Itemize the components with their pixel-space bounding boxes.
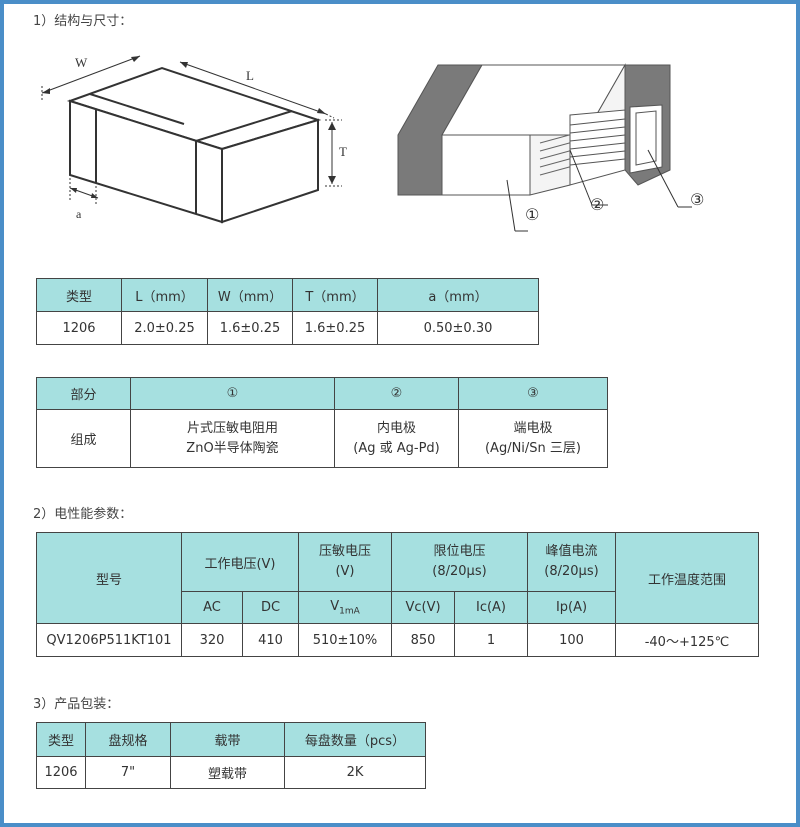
chip-dimension-diagram: W L T a xyxy=(41,55,347,224)
elec-header-varistor-voltage-line2: (V) xyxy=(335,564,355,579)
comp-cell-2: 内电极 (Ag 或 Ag-Pd) xyxy=(334,409,459,468)
pack-cell-reel: 7" xyxy=(85,756,171,789)
pack-header-qty: 每盘数量（pcs） xyxy=(284,722,426,757)
elec-cell-model: QV1206P511KT101 xyxy=(36,623,182,657)
comp-cell-1: 片式压敏电阻用 ZnO半导体陶瓷 xyxy=(130,409,335,468)
elec-sub-vc: Vc(V) xyxy=(391,591,455,624)
pack-header-type: 类型 xyxy=(36,722,86,757)
dim-label-a: a xyxy=(76,207,82,221)
dim-header-w: W（mm） xyxy=(207,278,293,312)
composition-table: 部分 ① ② ③ 组成 片式压敏电阻用 ZnO半导体陶瓷 内电极 (Ag 或 A… xyxy=(36,377,608,468)
elec-header-work-voltage: 工作电压(V) xyxy=(181,532,299,592)
chip-structure-diagram: ① ② ③ xyxy=(397,63,704,232)
comp-row-label: 组成 xyxy=(36,409,131,468)
section-3-title: 3）产品包装： xyxy=(33,697,120,712)
elec-sub-ip: Ip(A) xyxy=(527,591,616,624)
elec-header-varistor-voltage: 压敏电压 (V) xyxy=(298,532,392,592)
elec-header-clamp-voltage: 限位电压 (8/20μs) xyxy=(391,532,528,592)
elec-cell-vc: 850 xyxy=(391,623,455,657)
elec-cell-temp: -40～+125℃ xyxy=(615,623,759,657)
elec-cell-ic: 1 xyxy=(454,623,528,657)
elec-cell-ac: 320 xyxy=(181,623,243,657)
elec-header-peak-current: 峰值电流 (8/20μs) xyxy=(527,532,616,592)
dim-header-a: a（mm） xyxy=(377,278,539,312)
comp-cell-2-line1: 内电极 xyxy=(376,420,416,436)
dim-header-type: 类型 xyxy=(36,278,122,312)
elec-header-peak-current-line1: 峰值电流 xyxy=(545,544,598,559)
elec-cell-dc: 410 xyxy=(242,623,299,657)
elec-header-clamp-voltage-line2: (8/20μs) xyxy=(432,564,487,579)
comp-cell-2-line2: (Ag 或 Ag-Pd) xyxy=(353,440,440,456)
comp-header-part: 部分 xyxy=(36,377,131,410)
dim-label-t: T xyxy=(339,144,347,159)
elec-header-clamp-voltage-line1: 限位电压 xyxy=(433,544,486,559)
dim-cell-type: 1206 xyxy=(36,311,122,345)
elec-cell-v1ma: 510±10% xyxy=(298,623,392,657)
section-1-title: 1）结构与尺寸： xyxy=(33,14,133,29)
dim-cell-a: 0.50±0.30 xyxy=(377,311,539,345)
elec-header-model: 型号 xyxy=(36,532,182,624)
comp-header-1: ① xyxy=(130,377,335,410)
pack-cell-type: 1206 xyxy=(36,756,86,789)
comp-cell-1-line1: 片式压敏电阻用 xyxy=(186,420,278,436)
comp-cell-3-line2: (Ag/Ni/Sn 三层) xyxy=(484,440,581,456)
elec-sub-v1ma-main: V xyxy=(330,598,340,614)
dim-cell-l: 2.0±0.25 xyxy=(121,311,208,345)
electrical-table: 型号 工作电压(V) 压敏电压 (V) 限位电压 (8/20μs) 峰值电流 (… xyxy=(36,532,759,657)
pack-cell-tape: 塑载带 xyxy=(170,756,285,789)
dimension-table: 类型 L（mm） W（mm） T（mm） a（mm） 1206 2.0±0.25… xyxy=(36,278,539,345)
elec-sub-dc: DC xyxy=(242,591,299,624)
comp-cell-3: 端电极 (Ag/Ni/Sn 三层) xyxy=(458,409,608,468)
comp-header-2: ② xyxy=(334,377,459,410)
elec-sub-ic: Ic(A) xyxy=(454,591,528,624)
callout-2: ② xyxy=(590,195,604,214)
comp-cell-1-line2: ZnO半导体陶瓷 xyxy=(186,440,279,456)
pack-header-reel: 盘规格 xyxy=(85,722,171,757)
pack-cell-qty: 2K xyxy=(284,756,426,789)
elec-header-temp-range: 工作温度范围 xyxy=(615,532,759,624)
dim-header-t: T（mm） xyxy=(292,278,378,312)
elec-cell-ip: 100 xyxy=(527,623,616,657)
dim-cell-t: 1.6±0.25 xyxy=(292,311,378,345)
elec-sub-v1ma: V1mA xyxy=(298,591,392,624)
elec-sub-ac: AC xyxy=(181,591,243,624)
dim-label-l: L xyxy=(246,68,254,83)
elec-header-peak-current-line2: (8/20μs) xyxy=(544,564,599,579)
dim-cell-w: 1.6±0.25 xyxy=(207,311,293,345)
comp-header-3: ③ xyxy=(458,377,608,410)
elec-header-varistor-voltage-line1: 压敏电压 xyxy=(318,544,371,559)
comp-cell-3-line1: 端电极 xyxy=(513,420,553,436)
section-2-title: 2）电性能参数： xyxy=(33,507,133,522)
dim-label-w: W xyxy=(75,55,88,70)
elec-sub-v1ma-subscript: 1mA xyxy=(339,606,360,617)
callout-3: ③ xyxy=(690,190,704,209)
dim-header-l: L（mm） xyxy=(121,278,208,312)
pack-header-tape: 载带 xyxy=(170,722,285,757)
packaging-table: 类型 盘规格 载带 每盘数量（pcs） 1206 7" 塑载带 2K xyxy=(36,722,426,789)
callout-1: ① xyxy=(525,205,539,224)
